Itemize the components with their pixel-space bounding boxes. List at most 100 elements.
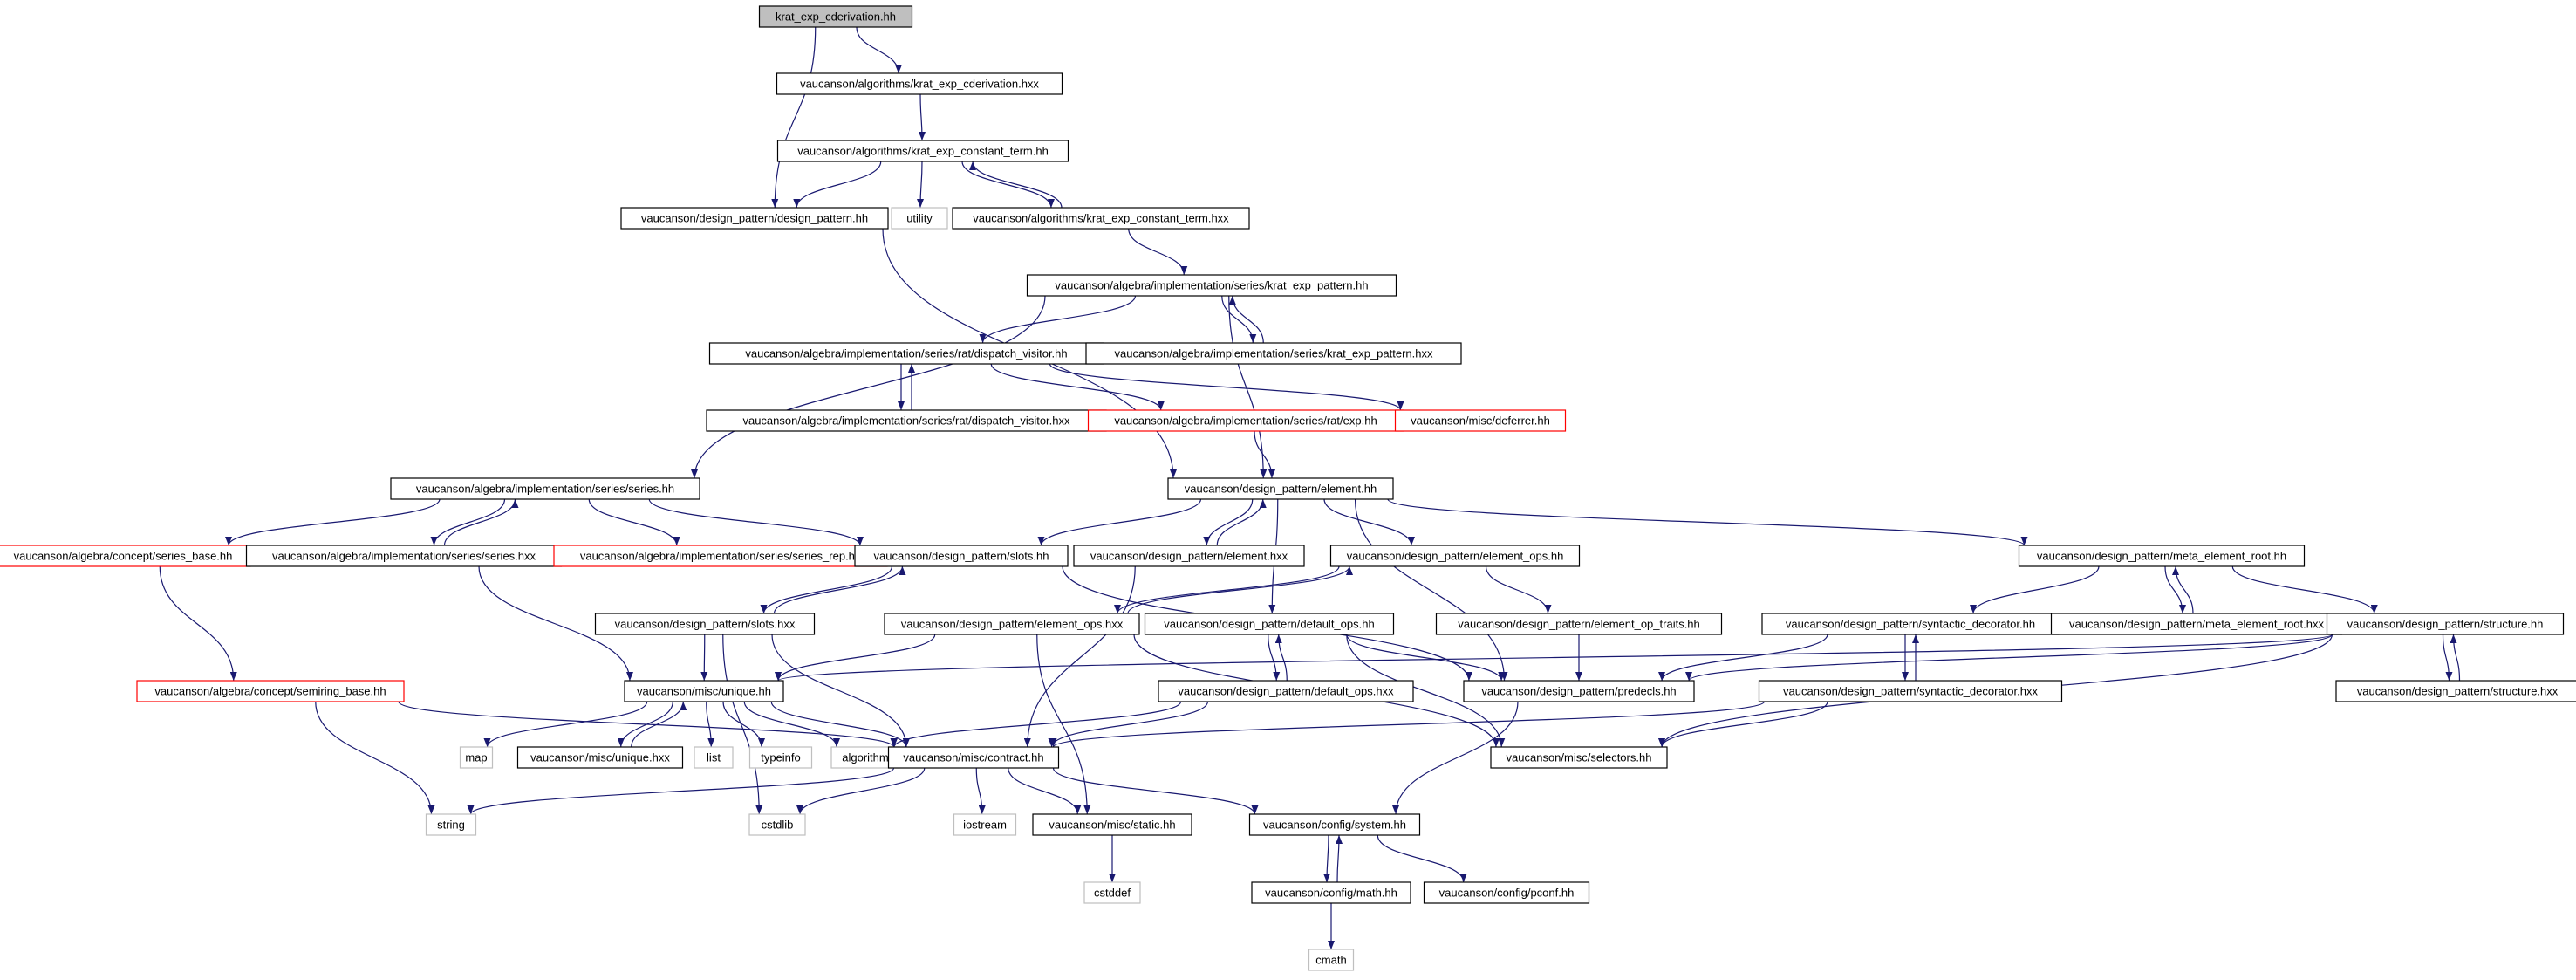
edge-series_hh-to-slots_hh <box>648 498 864 546</box>
node-contract[interactable]: vaucanson/misc/contract.hh <box>887 746 1060 769</box>
edge-element_ops_hh-to-eot_hh <box>1485 565 1552 614</box>
node-label: vaucanson/algebra/implementation/series/… <box>1114 415 1377 428</box>
node-math-hh[interactable]: vaucanson/config/math.hh <box>1251 881 1411 904</box>
node-sd-hxx[interactable]: vaucanson/design_pattern/syntactic_decor… <box>1758 680 2063 702</box>
node-box <box>1435 613 1723 635</box>
edge-kect_hxx-to-kect_hh <box>969 161 1063 209</box>
node-unique-hh[interactable]: vaucanson/misc/unique.hh <box>624 680 784 702</box>
node-default-ops-hh[interactable]: vaucanson/design_pattern/default_ops.hh <box>1144 613 1395 635</box>
node-label: vaucanson/algorithms/krat_exp_cderivatio… <box>800 78 1039 91</box>
node-kecd-hxx[interactable]: vaucanson/algorithms/krat_exp_cderivatio… <box>776 72 1063 95</box>
node-list: list <box>694 746 734 769</box>
node-box <box>1158 680 1414 702</box>
node-box <box>694 746 734 769</box>
node-box <box>1490 746 1668 769</box>
edge-dv_hh-to-deferrer <box>1049 363 1404 411</box>
edge-math_hh-to-system_hh <box>1335 834 1343 883</box>
edge-structure_hxx-to-structure_hh <box>2450 634 2461 682</box>
node-element-hxx[interactable]: vaucanson/design_pattern/element.hxx <box>1073 545 1305 567</box>
node-box <box>2326 613 2565 635</box>
node-label: vaucanson/algebra/implementation/series/… <box>745 347 1067 360</box>
edge-element_hxx-to-contract <box>1023 565 1136 748</box>
node-label: vaucanson/algebra/implementation/series/… <box>1055 279 1368 292</box>
edge-kep_hxx-to-kep_hh <box>1228 295 1264 344</box>
node-dp-hh[interactable]: vaucanson/design_pattern/design_pattern.… <box>620 207 889 230</box>
node-element-ops-hh[interactable]: vaucanson/design_pattern/element_ops.hh <box>1329 545 1581 567</box>
edge-slots_hxx-to-cstdlib <box>722 634 763 815</box>
edge-unique_hxx-to-unique_hh <box>631 701 687 748</box>
edge-sd_hxx-to-selectors <box>1658 701 1828 748</box>
node-label: vaucanson/design_pattern/slots.hh <box>874 550 1049 563</box>
node-kep-hxx[interactable]: vaucanson/algebra/implementation/series/… <box>1085 342 1462 365</box>
node-label: list <box>707 751 721 764</box>
node-series-rep[interactable]: vaucanson/algebra/implementation/series/… <box>553 545 888 567</box>
edge-kect_hh-to-utility <box>917 161 925 209</box>
node-structure-hh[interactable]: vaucanson/design_pattern/structure.hh <box>2326 613 2565 635</box>
node-box <box>1308 949 1355 971</box>
node-kect-hxx[interactable]: vaucanson/algorithms/krat_exp_constant_t… <box>952 207 1250 230</box>
edge-structure_hh-to-unique_hh <box>775 634 2333 682</box>
node-series-hh[interactable]: vaucanson/algebra/implementation/series/… <box>390 477 700 500</box>
node-sd-hh[interactable]: vaucanson/design_pattern/syntactic_decor… <box>1761 613 2060 635</box>
node-predecls[interactable]: vaucanson/design_pattern/predecls.hh <box>1463 680 1695 702</box>
node-label: cstdlib <box>762 819 794 832</box>
edge-slots_hxx-to-unique_hh <box>700 634 708 682</box>
node-semiring-base[interactable]: vaucanson/algebra/concept/semiring_base.… <box>136 680 405 702</box>
node-mer-hh[interactable]: vaucanson/design_pattern/meta_element_ro… <box>2018 545 2306 567</box>
node-label: vaucanson/design_pattern/element.hh <box>1185 483 1377 496</box>
edge-exp_hh-to-element_hh <box>1254 430 1275 479</box>
edge-kep_hh-to-kep_hxx <box>1221 295 1257 344</box>
node-label: vaucanson/design_pattern/structure.hh <box>2347 618 2544 631</box>
edge-slots_hh-to-slots_hxx <box>760 565 893 614</box>
node-box <box>624 680 784 702</box>
edge-series_hxx-to-series_hh <box>443 498 519 546</box>
node-pconf[interactable]: vaucanson/config/pconf.hh <box>1423 881 1590 904</box>
node-series-base[interactable]: vaucanson/algebra/concept/series_base.hh <box>0 545 251 567</box>
node-slots-hh[interactable]: vaucanson/design_pattern/slots.hh <box>854 545 1069 567</box>
edge-sd_hxx-to-contract <box>1049 701 1766 748</box>
node-default-ops-hxx[interactable]: vaucanson/design_pattern/default_ops.hxx <box>1158 680 1414 702</box>
node-selectors[interactable]: vaucanson/misc/selectors.hh <box>1490 746 1668 769</box>
node-box <box>1032 813 1192 836</box>
node-label: vaucanson/design_pattern/meta_element_ro… <box>2037 550 2286 563</box>
node-kep-hh[interactable]: vaucanson/algebra/implementation/series/… <box>1026 274 1397 297</box>
edge-series_hxx-to-unique_hh <box>478 565 633 682</box>
node-element-ops-hxx[interactable]: vaucanson/design_pattern/element_ops.hxx <box>884 613 1140 635</box>
node-eot-hh[interactable]: vaucanson/design_pattern/element_op_trai… <box>1435 613 1723 635</box>
edge-kecd_hxx-to-kect_hh <box>918 93 926 141</box>
node-label: string <box>437 819 465 832</box>
node-box <box>1251 881 1411 904</box>
node-cstdlib: cstdlib <box>748 813 806 836</box>
node-dv-hxx[interactable]: vaucanson/algebra/implementation/series/… <box>706 409 1107 432</box>
node-label: vaucanson/design_pattern/syntactic_decor… <box>1783 685 2038 698</box>
edge-unique_hh-to-unique_hxx <box>617 701 673 748</box>
node-element-hh[interactable]: vaucanson/design_pattern/element.hh <box>1167 477 1394 500</box>
edge-contract-to-cstdlib <box>796 767 926 815</box>
node-kect-hh[interactable]: vaucanson/algorithms/krat_exp_constant_t… <box>776 140 1069 162</box>
node-mer-hxx[interactable]: vaucanson/design_pattern/meta_element_ro… <box>2050 613 2343 635</box>
node-dv-hh[interactable]: vaucanson/algebra/implementation/series/… <box>708 342 1104 365</box>
edge-contract-to-string <box>467 767 895 815</box>
node-unique-hxx[interactable]: vaucanson/misc/unique.hxx <box>516 746 684 769</box>
node-static-hh[interactable]: vaucanson/misc/static.hh <box>1032 813 1192 836</box>
node-series-hxx[interactable]: vaucanson/algebra/implementation/series/… <box>245 545 563 567</box>
edge-structure_hh-to-structure_hxx <box>2442 634 2453 682</box>
edge-dv_hh-to-exp_hh <box>990 363 1165 411</box>
edge-element_hh-to-element_ops_hh <box>1323 498 1415 546</box>
edge-predecls-to-system_hh <box>1392 701 1519 815</box>
node-label: vaucanson/algorithms/krat_exp_constant_t… <box>973 212 1229 225</box>
node-label: vaucanson/misc/selectors.hh <box>1507 751 1652 764</box>
node-box <box>1394 409 1567 432</box>
node-exp-hh[interactable]: vaucanson/algebra/implementation/series/… <box>1087 409 1404 432</box>
node-label: vaucanson/misc/static.hh <box>1049 819 1175 832</box>
node-structure-hxx[interactable]: vaucanson/design_pattern/structure.hxx <box>2335 680 2576 702</box>
node-box <box>459 746 494 769</box>
node-label: typeinfo <box>761 751 801 764</box>
edge-root-to-dp_hh <box>771 26 817 209</box>
node-slots-hxx[interactable]: vaucanson/design_pattern/slots.hxx <box>594 613 816 635</box>
node-box <box>1463 680 1695 702</box>
node-label: vaucanson/algebra/implementation/series/… <box>580 550 861 563</box>
node-deferrer[interactable]: vaucanson/misc/deferrer.hh <box>1394 409 1567 432</box>
edge-slots_hxx-to-contract <box>771 634 910 748</box>
node-system-hh[interactable]: vaucanson/config/system.hh <box>1248 813 1421 836</box>
